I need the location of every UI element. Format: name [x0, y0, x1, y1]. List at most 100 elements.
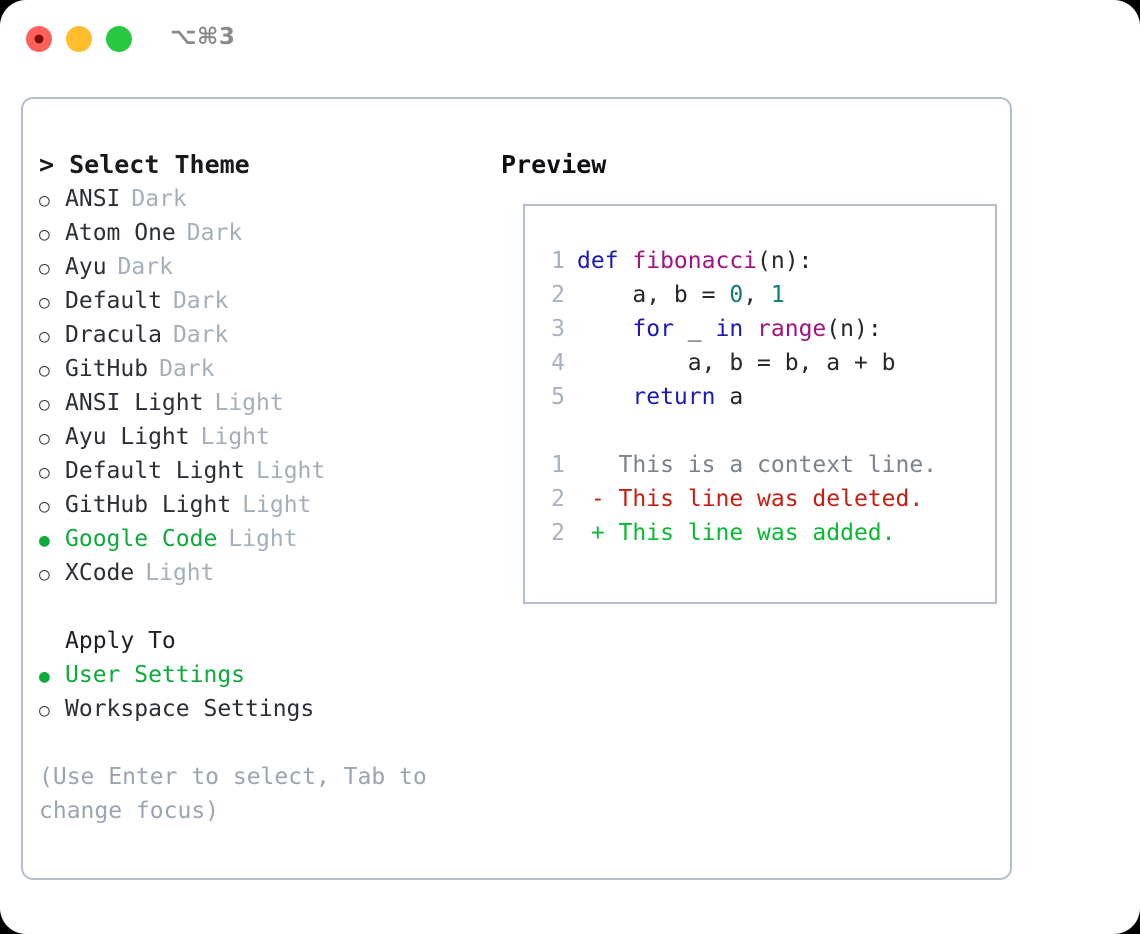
- diff-line: 2 - This line was deleted.: [537, 482, 937, 516]
- code-token: 1: [770, 282, 785, 308]
- code-token: fibonacci: [632, 248, 758, 274]
- code-token: (n):: [826, 316, 882, 342]
- line-number: 1: [551, 452, 565, 478]
- code-token: range: [757, 316, 827, 342]
- code-token: (n):: [757, 248, 813, 274]
- theme-variant-label: Light: [242, 492, 312, 518]
- apply-to-label: Workspace Settings: [65, 696, 315, 722]
- code-token: [577, 384, 632, 410]
- code-token: a, b = b, a + b: [577, 350, 896, 376]
- radio-selected-icon[interactable]: ●: [39, 666, 50, 687]
- preview-spacer: [537, 414, 937, 448]
- line-number: 2: [551, 520, 565, 546]
- radio-unselected-icon[interactable]: ○: [39, 190, 50, 211]
- theme-name-label: GitHub: [65, 356, 149, 382]
- theme-option[interactable]: ○ Default Dark: [39, 284, 489, 318]
- code-line: 2 a, b = 0, 1: [537, 278, 937, 312]
- apply-to-label: User Settings: [65, 662, 246, 688]
- theme-name-label: Atom One: [65, 220, 176, 246]
- theme-name-label: Google Code: [65, 526, 218, 552]
- radio-unselected-icon[interactable]: ○: [39, 292, 50, 313]
- theme-option[interactable]: ○ ANSI Light Light: [39, 386, 489, 420]
- theme-variant-label: Dark: [159, 356, 215, 382]
- radio-unselected-icon[interactable]: ○: [39, 394, 50, 415]
- code-text: return a: [577, 380, 743, 414]
- radio-unselected-icon[interactable]: ○: [39, 258, 50, 279]
- apply-to-heading: Apply To: [65, 628, 176, 654]
- theme-variant-label: Dark: [172, 288, 229, 314]
- theme-option[interactable]: ○ Atom One Dark: [39, 216, 489, 250]
- theme-variant-label: Dark: [131, 186, 187, 212]
- maximize-button[interactable]: [106, 26, 132, 52]
- line-number: 4: [551, 350, 565, 376]
- radio-unselected-icon[interactable]: ○: [39, 428, 50, 449]
- theme-variant-label: Light: [228, 526, 298, 552]
- diff-text: - This line was deleted.: [577, 486, 924, 512]
- code-token: a, b =: [577, 282, 730, 308]
- theme-name-label: Dracula: [65, 322, 162, 348]
- radio-unselected-icon[interactable]: ○: [39, 496, 50, 517]
- apply-to-option[interactable]: ● User Settings: [39, 658, 489, 692]
- code-token: 0: [729, 282, 744, 308]
- code-line: 5 return a: [537, 380, 937, 414]
- radio-unselected-icon[interactable]: ○: [39, 564, 50, 585]
- theme-name-label: Default: [65, 288, 162, 314]
- radio-selected-icon[interactable]: ●: [39, 530, 50, 551]
- code-text: a, b = 0, 1: [577, 278, 785, 312]
- apply-to-list[interactable]: ● User Settings ○ Workspace Settings: [39, 658, 489, 726]
- spacer: [39, 590, 489, 624]
- theme-option[interactable]: ○ ANSI Dark: [39, 182, 489, 216]
- line-number: 2: [551, 282, 565, 308]
- diff-line: 2 + This line was added.: [537, 516, 937, 550]
- code-text: def fibonacci(n):: [577, 244, 812, 278]
- apply-to-option[interactable]: ○ Workspace Settings: [39, 692, 489, 726]
- select-theme-heading: > Select Theme: [39, 150, 250, 179]
- theme-variant-label: Light: [256, 458, 326, 484]
- line-number: 3: [551, 316, 565, 342]
- theme-variant-label: Dark: [186, 220, 243, 246]
- radio-unselected-icon[interactable]: ○: [39, 462, 50, 483]
- radio-unselected-icon[interactable]: ○: [39, 224, 50, 245]
- code-token: for: [632, 316, 674, 342]
- close-button[interactable]: [26, 26, 52, 52]
- theme-name-label: ANSI Light: [65, 390, 204, 416]
- code-line: 3 for _ in range(n):: [537, 312, 937, 346]
- line-number: 5: [551, 384, 565, 410]
- title-bar: ⌥⌘3: [0, 0, 1140, 78]
- code-token: return: [632, 384, 716, 410]
- code-token: ,: [743, 282, 771, 308]
- code-token: [743, 316, 757, 342]
- radio-unselected-icon[interactable]: ○: [39, 700, 50, 721]
- theme-variant-label: Light: [214, 390, 284, 416]
- code-line: 4 a, b = b, a + b: [537, 346, 937, 380]
- code-token: [577, 316, 632, 342]
- radio-unselected-icon[interactable]: ○: [39, 326, 50, 347]
- keyboard-hint-text: (Use Enter to select, Tab to change focu…: [39, 764, 441, 824]
- theme-option[interactable]: ○ GitHub Dark: [39, 352, 489, 386]
- diff-text: This is a context line.: [577, 452, 938, 478]
- radio-unselected-icon[interactable]: ○: [39, 360, 50, 381]
- theme-variant-label: Dark: [172, 322, 229, 348]
- theme-option[interactable]: ● Google Code Light: [39, 522, 489, 556]
- minimize-button[interactable]: [66, 26, 92, 52]
- line-number: 2: [551, 486, 565, 512]
- theme-name-label: ANSI: [65, 186, 121, 212]
- traffic-light-buttons: [26, 26, 132, 52]
- theme-option[interactable]: ○ Dracula Dark: [39, 318, 489, 352]
- preview-heading: Preview: [501, 150, 607, 179]
- code-token: a: [715, 384, 744, 410]
- code-text: a, b = b, a + b: [577, 346, 896, 380]
- window-shortcut-label: ⌥⌘3: [170, 24, 236, 50]
- diff-text: + This line was added.: [577, 520, 896, 546]
